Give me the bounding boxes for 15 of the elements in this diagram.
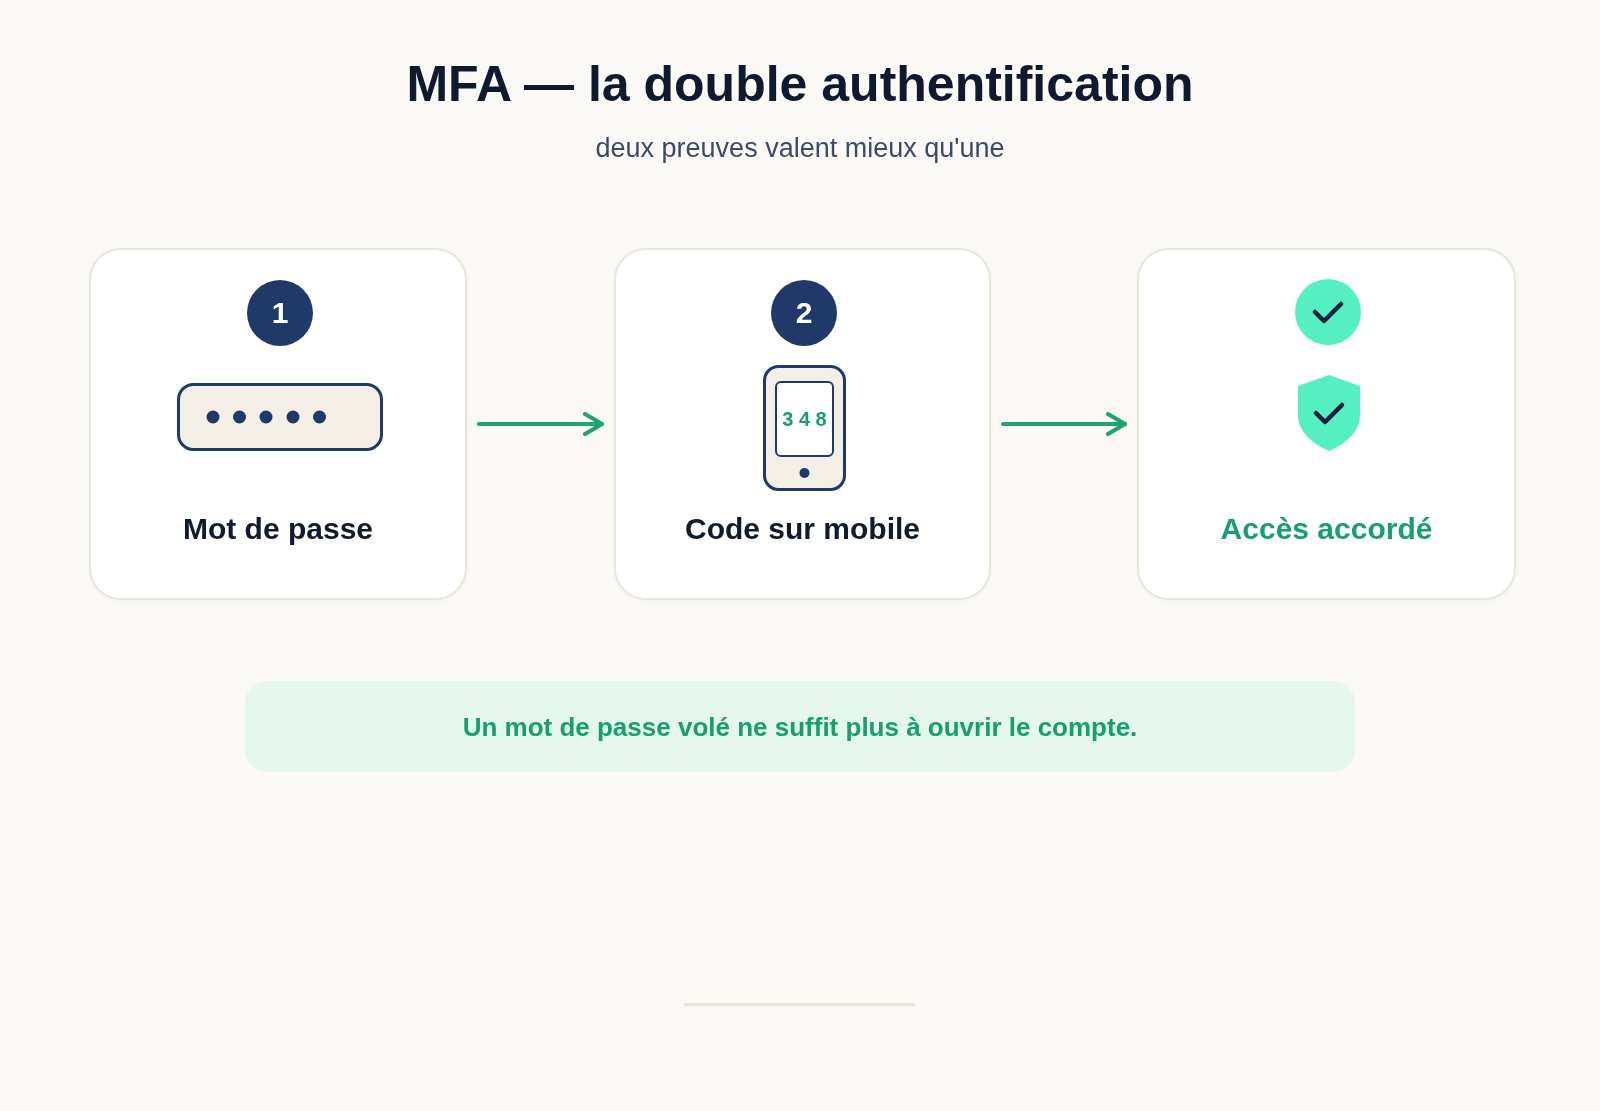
step-label: Code sur mobile [684, 511, 920, 547]
subtitle: deux preuves valent mieux qu'une [595, 132, 1005, 164]
phone-screen [775, 381, 834, 457]
verification-code: 3 4 8 [782, 407, 827, 431]
step-card [614, 248, 991, 600]
step-card [89, 248, 467, 600]
step-card [1137, 248, 1516, 600]
diagram-title: MFA — la double authentification [406, 56, 1194, 112]
arrow [1001, 412, 1127, 436]
step-number-badge: 1 [247, 280, 313, 346]
step-number-badge: 2 [771, 280, 837, 346]
step-label: Mot de passe [182, 511, 374, 547]
arrow [477, 412, 604, 436]
step-label: Accès accordé [1220, 511, 1433, 547]
banner-message: Un mot de passe volé ne suffit plus à ouvrir le compte. [462, 710, 1138, 743]
